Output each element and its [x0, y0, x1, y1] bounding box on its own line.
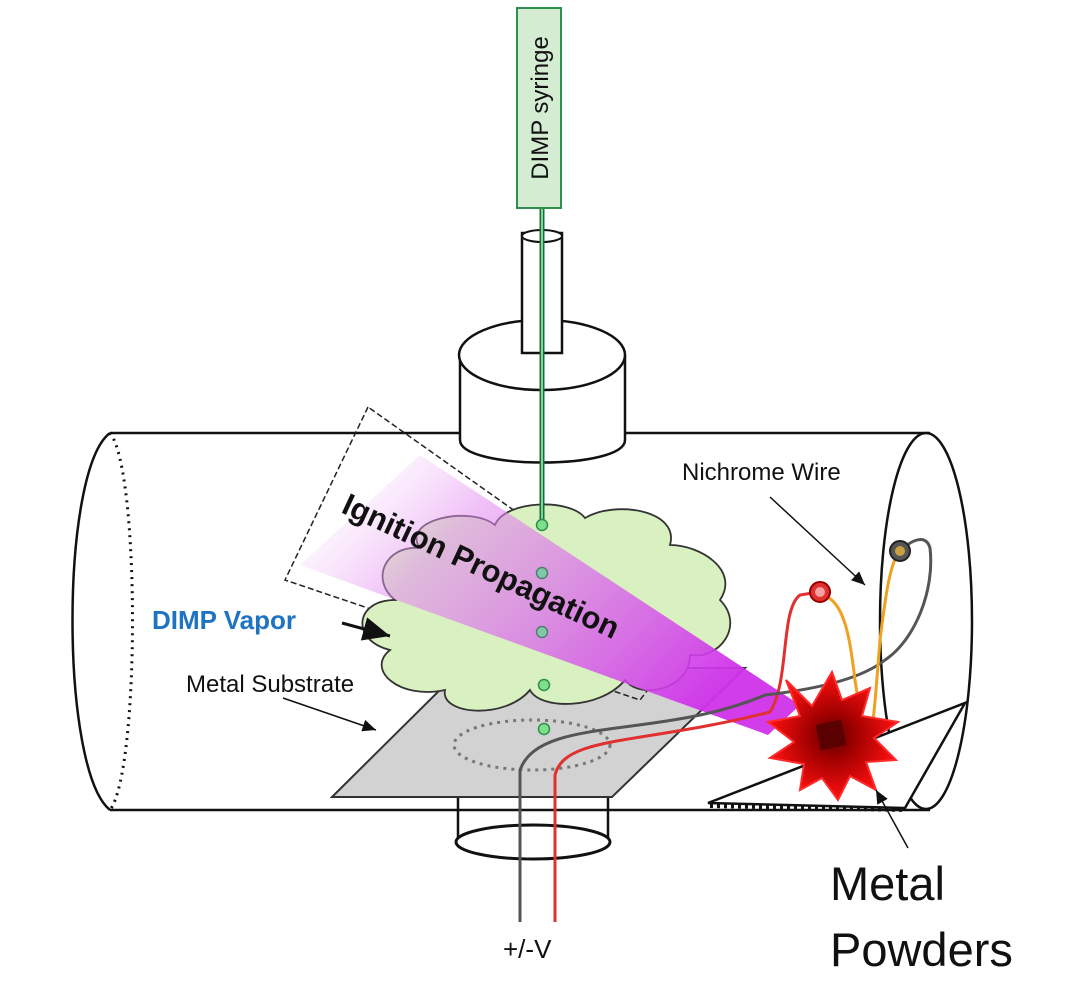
chamber-left-end [71, 431, 111, 811]
syringe-box [516, 7, 562, 209]
dark-wire [518, 538, 933, 922]
dimp-vapor-label: DIMP Vapor [152, 605, 296, 635]
sensor-dot [535, 518, 549, 532]
red-wire [553, 590, 819, 922]
ignition-frame [283, 405, 692, 701]
nichrome-wire-label: Nichrome Wire [682, 459, 841, 486]
metal-powders-label-line1: Metal [830, 857, 945, 910]
metal-powders-label-line2: Powders [830, 923, 1013, 976]
chamber-left-end-hidden [108, 432, 134, 811]
metal-substrate-label: Metal Substrate [186, 671, 354, 698]
sensor-dot [535, 566, 549, 580]
chamber-right-end [878, 431, 974, 811]
voltage-label: +/-V [503, 934, 552, 964]
sensor-dots [535, 518, 551, 736]
sensor-dot [535, 625, 549, 639]
sensor-dot [537, 678, 551, 692]
ignition-propagation-beam [300, 455, 800, 735]
syringe-label: DIMP syringe [527, 36, 554, 180]
sensor-dot [537, 722, 551, 736]
